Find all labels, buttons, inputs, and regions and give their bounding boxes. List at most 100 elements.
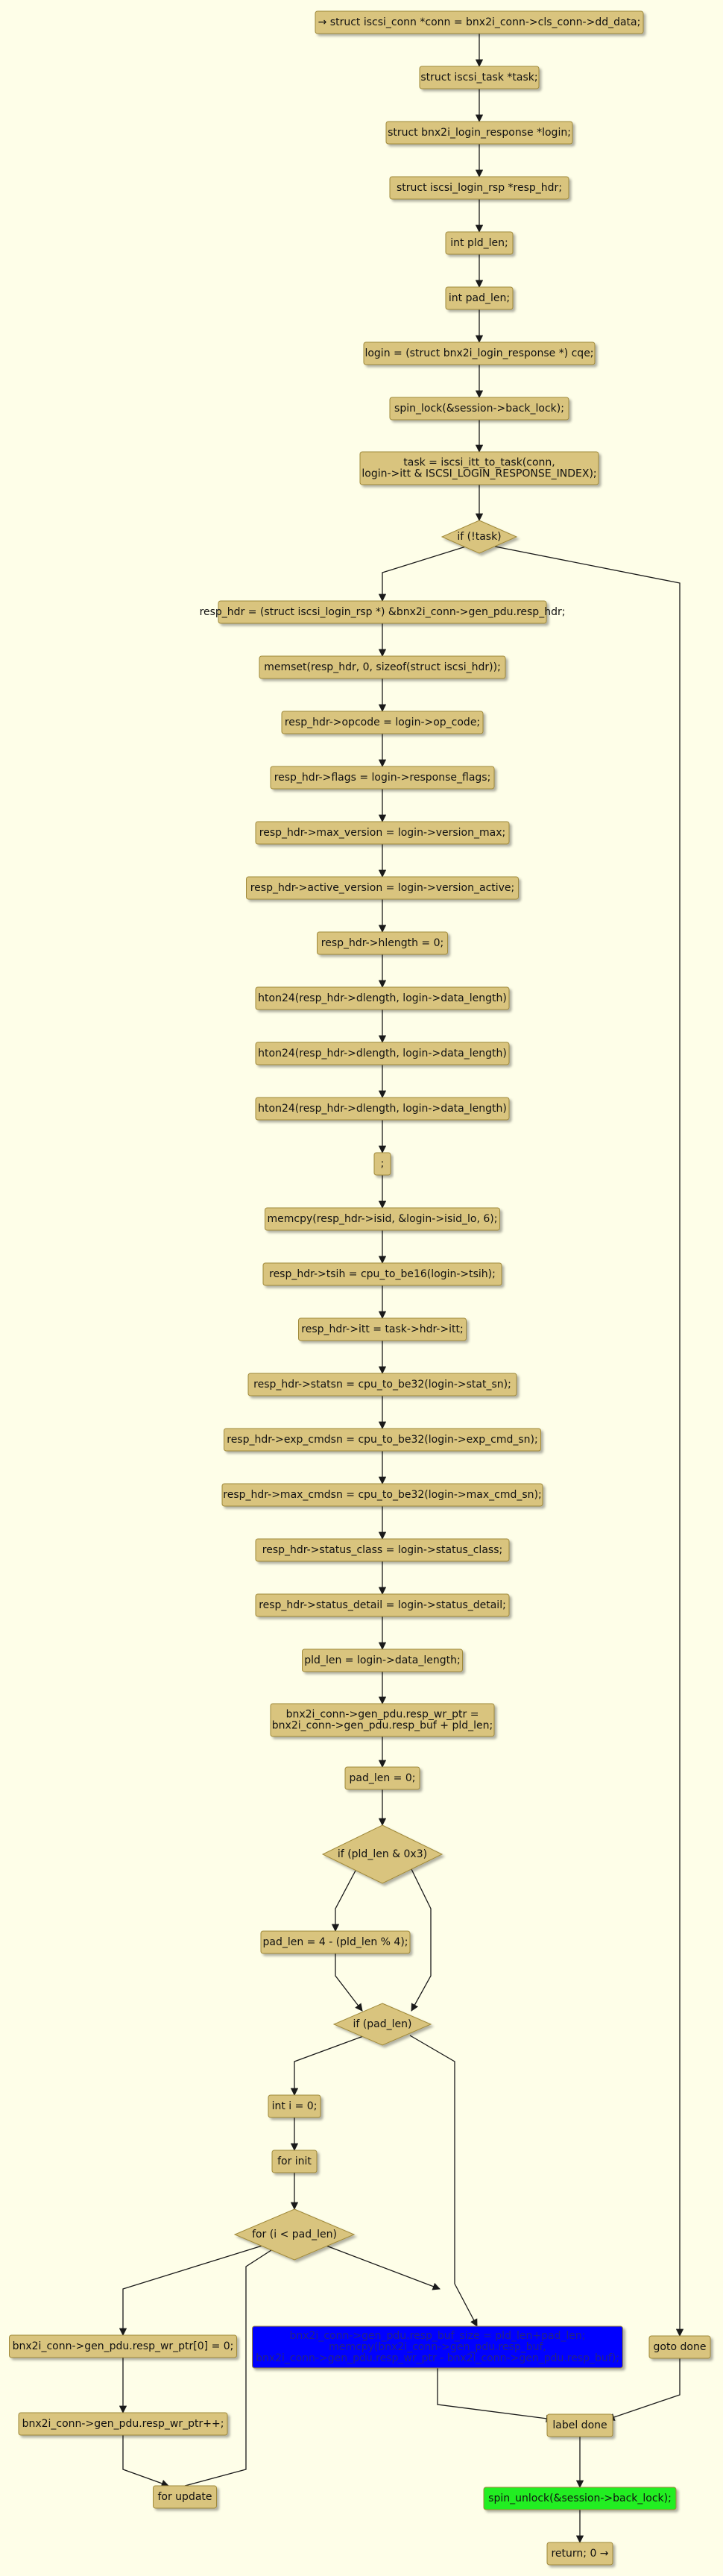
node-box (373, 1152, 391, 1176)
node-box (268, 2094, 321, 2118)
node-n-wrptr: bnx2i_conn->gen_pdu.resp_wr_ptr =bnx2i_c… (270, 1703, 495, 1737)
node-box (255, 1593, 510, 1617)
node-n-hton2: hton24(resp_hdr->dlength, login->data_le… (255, 1042, 510, 1065)
node-box (445, 286, 514, 310)
node-box (255, 1097, 510, 1121)
decision-shape (233, 2208, 356, 2261)
node-n-forinit: for init (271, 2150, 318, 2173)
node-label: spin_unlock(&session->back_lock); (488, 2492, 672, 2504)
node-n-hlen: resp_hdr->hlength = 0; (317, 931, 448, 955)
node-label: resp_hdr->statsn = cpu_to_be32(login->st… (253, 1379, 511, 1391)
node-label: int i = 0; (272, 2100, 318, 2112)
node-d-pld: if (pld_len & 0x3) (321, 1824, 443, 1884)
node-label: memcpy(bnx2i_conn->gen_pdu.resp_buf, (329, 2341, 546, 2353)
node-n-return: return; 0 → (546, 2542, 613, 2566)
node-n-conn: → struct iscsi_conn *conn = bnx2i_conn->… (315, 10, 644, 34)
node-box (262, 1262, 502, 1286)
node-n-itt: task = iscsi_itt_to_task(conn,login->itt… (359, 451, 599, 485)
node-n-pad: int pad_len; (445, 286, 514, 310)
node-box (218, 600, 547, 624)
node-n-goto: goto done (648, 2335, 711, 2359)
edge-47 (607, 2358, 681, 2421)
node-box (224, 1428, 541, 1452)
node-label: pad_len = 0; (350, 1772, 416, 1784)
node-n-memcpy: memcpy(resp_hdr->isid, &login->isid_lo, … (265, 1207, 500, 1231)
node-box (255, 821, 510, 845)
node-n-hdr: resp_hdr = (struct iscsi_login_rsp *) &b… (200, 600, 565, 624)
node-box (246, 876, 519, 900)
node-box (255, 1042, 510, 1065)
edge-35 (411, 1868, 432, 2012)
node-label: hton24(resp_hdr->dlength, login->data_le… (258, 1048, 507, 1059)
node-box (315, 10, 644, 34)
node-label: resp_hdr->active_version = login->versio… (250, 882, 515, 894)
node-box (260, 1930, 411, 1954)
node-label: for (i < pad_len) (252, 2229, 337, 2240)
node-label: resp_hdr->exp_cmdsn = cpu_to_be32(login-… (227, 1434, 537, 1446)
decision-shape (332, 2003, 432, 2046)
node-label: struct bnx2i_login_response *login; (388, 127, 571, 139)
node-label: pad_len = 4 - (pld_len % 4); (262, 1936, 408, 1948)
node-label: pld_len = login->data_length; (304, 1654, 460, 1666)
node-label: goto done (654, 2341, 707, 2353)
node-n-sdetail: resp_hdr->status_detail = login->status_… (255, 1593, 510, 1617)
node-n-cast: login = (struct bnx2i_login_response *) … (363, 341, 596, 365)
node-label: spin_lock(&session->back_lock); (394, 403, 564, 415)
node-n-hton3: hton24(resp_hdr->dlength, login->data_le… (255, 1097, 510, 1121)
node-label: resp_hdr->opcode = login->op_code; (285, 717, 480, 728)
node-box (546, 2413, 613, 2437)
node-n-wrinc: bnx2i_conn->gen_pdu.resp_wr_ptr++; (18, 2412, 228, 2436)
edge-36 (335, 1953, 363, 2012)
node-label: if (pld_len & 0x3) (338, 1848, 427, 1860)
node-n-maxcmd: resp_hdr->max_cmdsn = cpu_to_be32(login-… (221, 1483, 543, 1507)
node-box (344, 1766, 420, 1790)
node-box (270, 766, 495, 790)
node-n-pldlen: pld_len = login->data_length; (302, 1648, 463, 1672)
node-n-blue: bnx2i_conn->gen_pdu.resp_buf_size = pld_… (252, 2325, 623, 2369)
node-label: for update (157, 2491, 212, 2503)
node-label: resp_hdr->tsih = cpu_to_be16(login->tsih… (269, 1268, 496, 1280)
node-label: hton24(resp_hdr->dlength, login->data_le… (258, 1103, 507, 1115)
node-box (389, 176, 569, 200)
node-box (9, 2334, 237, 2358)
edge-37 (290, 2035, 366, 2097)
edge-38 (409, 2035, 478, 2327)
node-label: int pad_len; (449, 292, 510, 304)
node-n-semi: ; (373, 1152, 391, 1176)
node-n-maxv: resp_hdr->max_version = login->version_m… (255, 821, 510, 845)
edge-44 (122, 2435, 169, 2487)
node-n-forupd: for update (153, 2485, 217, 2509)
node-box (271, 2150, 318, 2173)
node-label: int pld_len; (450, 237, 508, 249)
node-n-actv: resp_hdr->active_version = login->versio… (246, 876, 519, 900)
edge-46 (437, 2368, 555, 2422)
decision-shape (321, 1824, 443, 1884)
node-label: memcpy(resp_hdr->isid, &login->isid_lo, … (268, 1213, 498, 1225)
node-label: bnx2i_conn->gen_pdu.resp_wr_ptr = (286, 1709, 479, 1721)
node-n-tsih: resp_hdr->tsih = cpu_to_be16(login->tsih… (262, 1262, 502, 1286)
node-label: if (!task) (457, 531, 501, 543)
node-label: login->itt & ISCSI_LOGIN_RESPONSE_INDEX)… (362, 468, 596, 480)
node-d-for: for (i < pad_len) (233, 2208, 356, 2261)
node-box (385, 121, 573, 145)
node-box (389, 397, 569, 421)
node-label: resp_hdr->max_version = login->version_m… (259, 827, 505, 839)
node-box (252, 2325, 623, 2369)
node-box (255, 1538, 510, 1562)
node-label: bnx2i_conn->gen_pdu.resp_buf_size = pld_… (289, 2330, 585, 2342)
node-n-spin: spin_lock(&session->back_lock); (389, 397, 569, 421)
node-n-expcmd: resp_hdr->exp_cmdsn = cpu_to_be32(login-… (224, 1428, 541, 1452)
node-label: → struct iscsi_conn *conn = bnx2i_conn->… (318, 16, 641, 28)
node-label: ; (381, 1158, 385, 1170)
node-n-flags: resp_hdr->flags = login->response_flags; (270, 766, 495, 790)
node-label: struct iscsi_task *task; (420, 72, 537, 84)
node-label: resp_hdr->hlength = 0; (321, 937, 443, 949)
node-label: resp_hdr->status_detail = login->status_… (259, 1599, 506, 1611)
node-n-unlock: spin_unlock(&session->back_lock); (483, 2487, 677, 2510)
node-label: struct iscsi_login_rsp *resp_hdr; (397, 182, 562, 194)
node-n-statsn: resp_hdr->statsn = cpu_to_be32(login->st… (247, 1373, 517, 1396)
node-n-memset: memset(resp_hdr, 0, sizeof(struct iscsi_… (259, 655, 506, 679)
node-n-pad0: pad_len = 0; (344, 1766, 420, 1790)
node-label: bnx2i_conn->gen_pdu.resp_wr_ptr[0] = 0; (13, 2340, 234, 2352)
